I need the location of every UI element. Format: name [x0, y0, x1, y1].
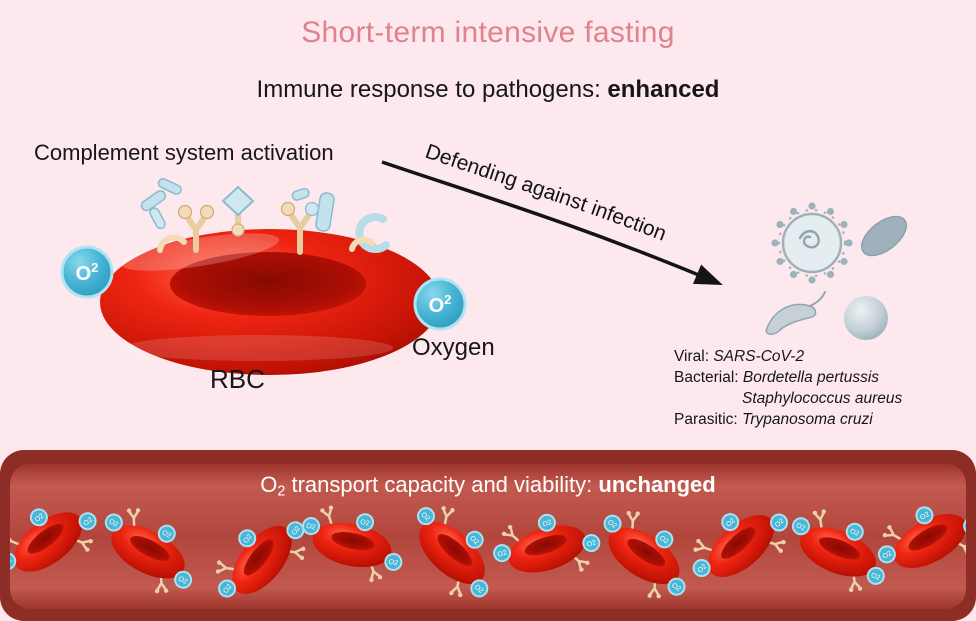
parasite-icon [765, 291, 826, 335]
blood-vessel [0, 450, 976, 621]
virus-icon [771, 202, 853, 284]
vessel-o2-base: O [260, 472, 278, 497]
svg-text:O2: O2 [429, 292, 452, 317]
rbc-label: RBC [210, 364, 265, 394]
pathogen-list: Viral: SARS-CoV-2 Bacterial: Bordetella … [674, 346, 902, 430]
arrow-label: Defending against infection [422, 140, 669, 246]
vessel-o2-sub: 2 [277, 483, 286, 500]
pathogen-line-parasitic: Parasitic: Trypanosoma cruzi [674, 409, 902, 430]
viral-name: SARS-CoV-2 [713, 348, 805, 365]
bacterial-name-1: Bordetella pertussis [742, 369, 880, 386]
parasitic-label: Parasitic: [674, 411, 743, 428]
rbc-sheen [123, 335, 393, 361]
c3-convertase-icon [221, 185, 255, 237]
defending-arrow [381, 160, 723, 286]
subtitle: Immune response to pathogens: enhanced [0, 76, 976, 104]
protein-rod-icon [315, 192, 335, 232]
bacterium-icon [861, 215, 907, 257]
protein-arc-icon [355, 213, 390, 253]
subtitle-prefix: Immune response to pathogens: [256, 76, 608, 103]
vessel-label: O2 transport capacity and viability: unc… [0, 472, 976, 500]
pathogen-line-viral: Viral: SARS-CoV-2 [674, 346, 902, 367]
oxygen-label: Oxygen [412, 334, 495, 361]
vessel-text-unchanged: unchanged [598, 472, 716, 497]
page-title: Short-term intensive fasting [301, 16, 675, 49]
rbc-highlight [120, 233, 280, 271]
pathogen-line-bacterial: Bacterial: Bordetella pertussis [674, 367, 902, 388]
bacterial-label: Bacterial: [674, 369, 743, 386]
svg-text:O2: O2 [76, 260, 99, 285]
o2-molecule-right: O2 [413, 277, 467, 331]
rbc-illustration [100, 229, 440, 375]
o2-molecule-left: O2 [60, 245, 114, 299]
complement-proteins [140, 178, 390, 255]
vessel-text-mid: transport capacity and viability: [285, 472, 599, 497]
coccus-icon [844, 296, 888, 340]
antibody-icon [177, 204, 215, 253]
bacterial-name-2: Staphylococcus aureus [742, 390, 903, 407]
parasitic-name: Trypanosoma cruzi [742, 411, 873, 428]
complement-label: Complement system activation [34, 140, 334, 165]
rbc-dimple [170, 252, 366, 316]
pathogen-line-bacterial-2: Staphylococcus aureus [674, 388, 902, 409]
subtitle-enhanced: enhanced [607, 76, 720, 103]
viral-label: Viral: [674, 348, 714, 365]
antibody-icon [280, 187, 320, 255]
